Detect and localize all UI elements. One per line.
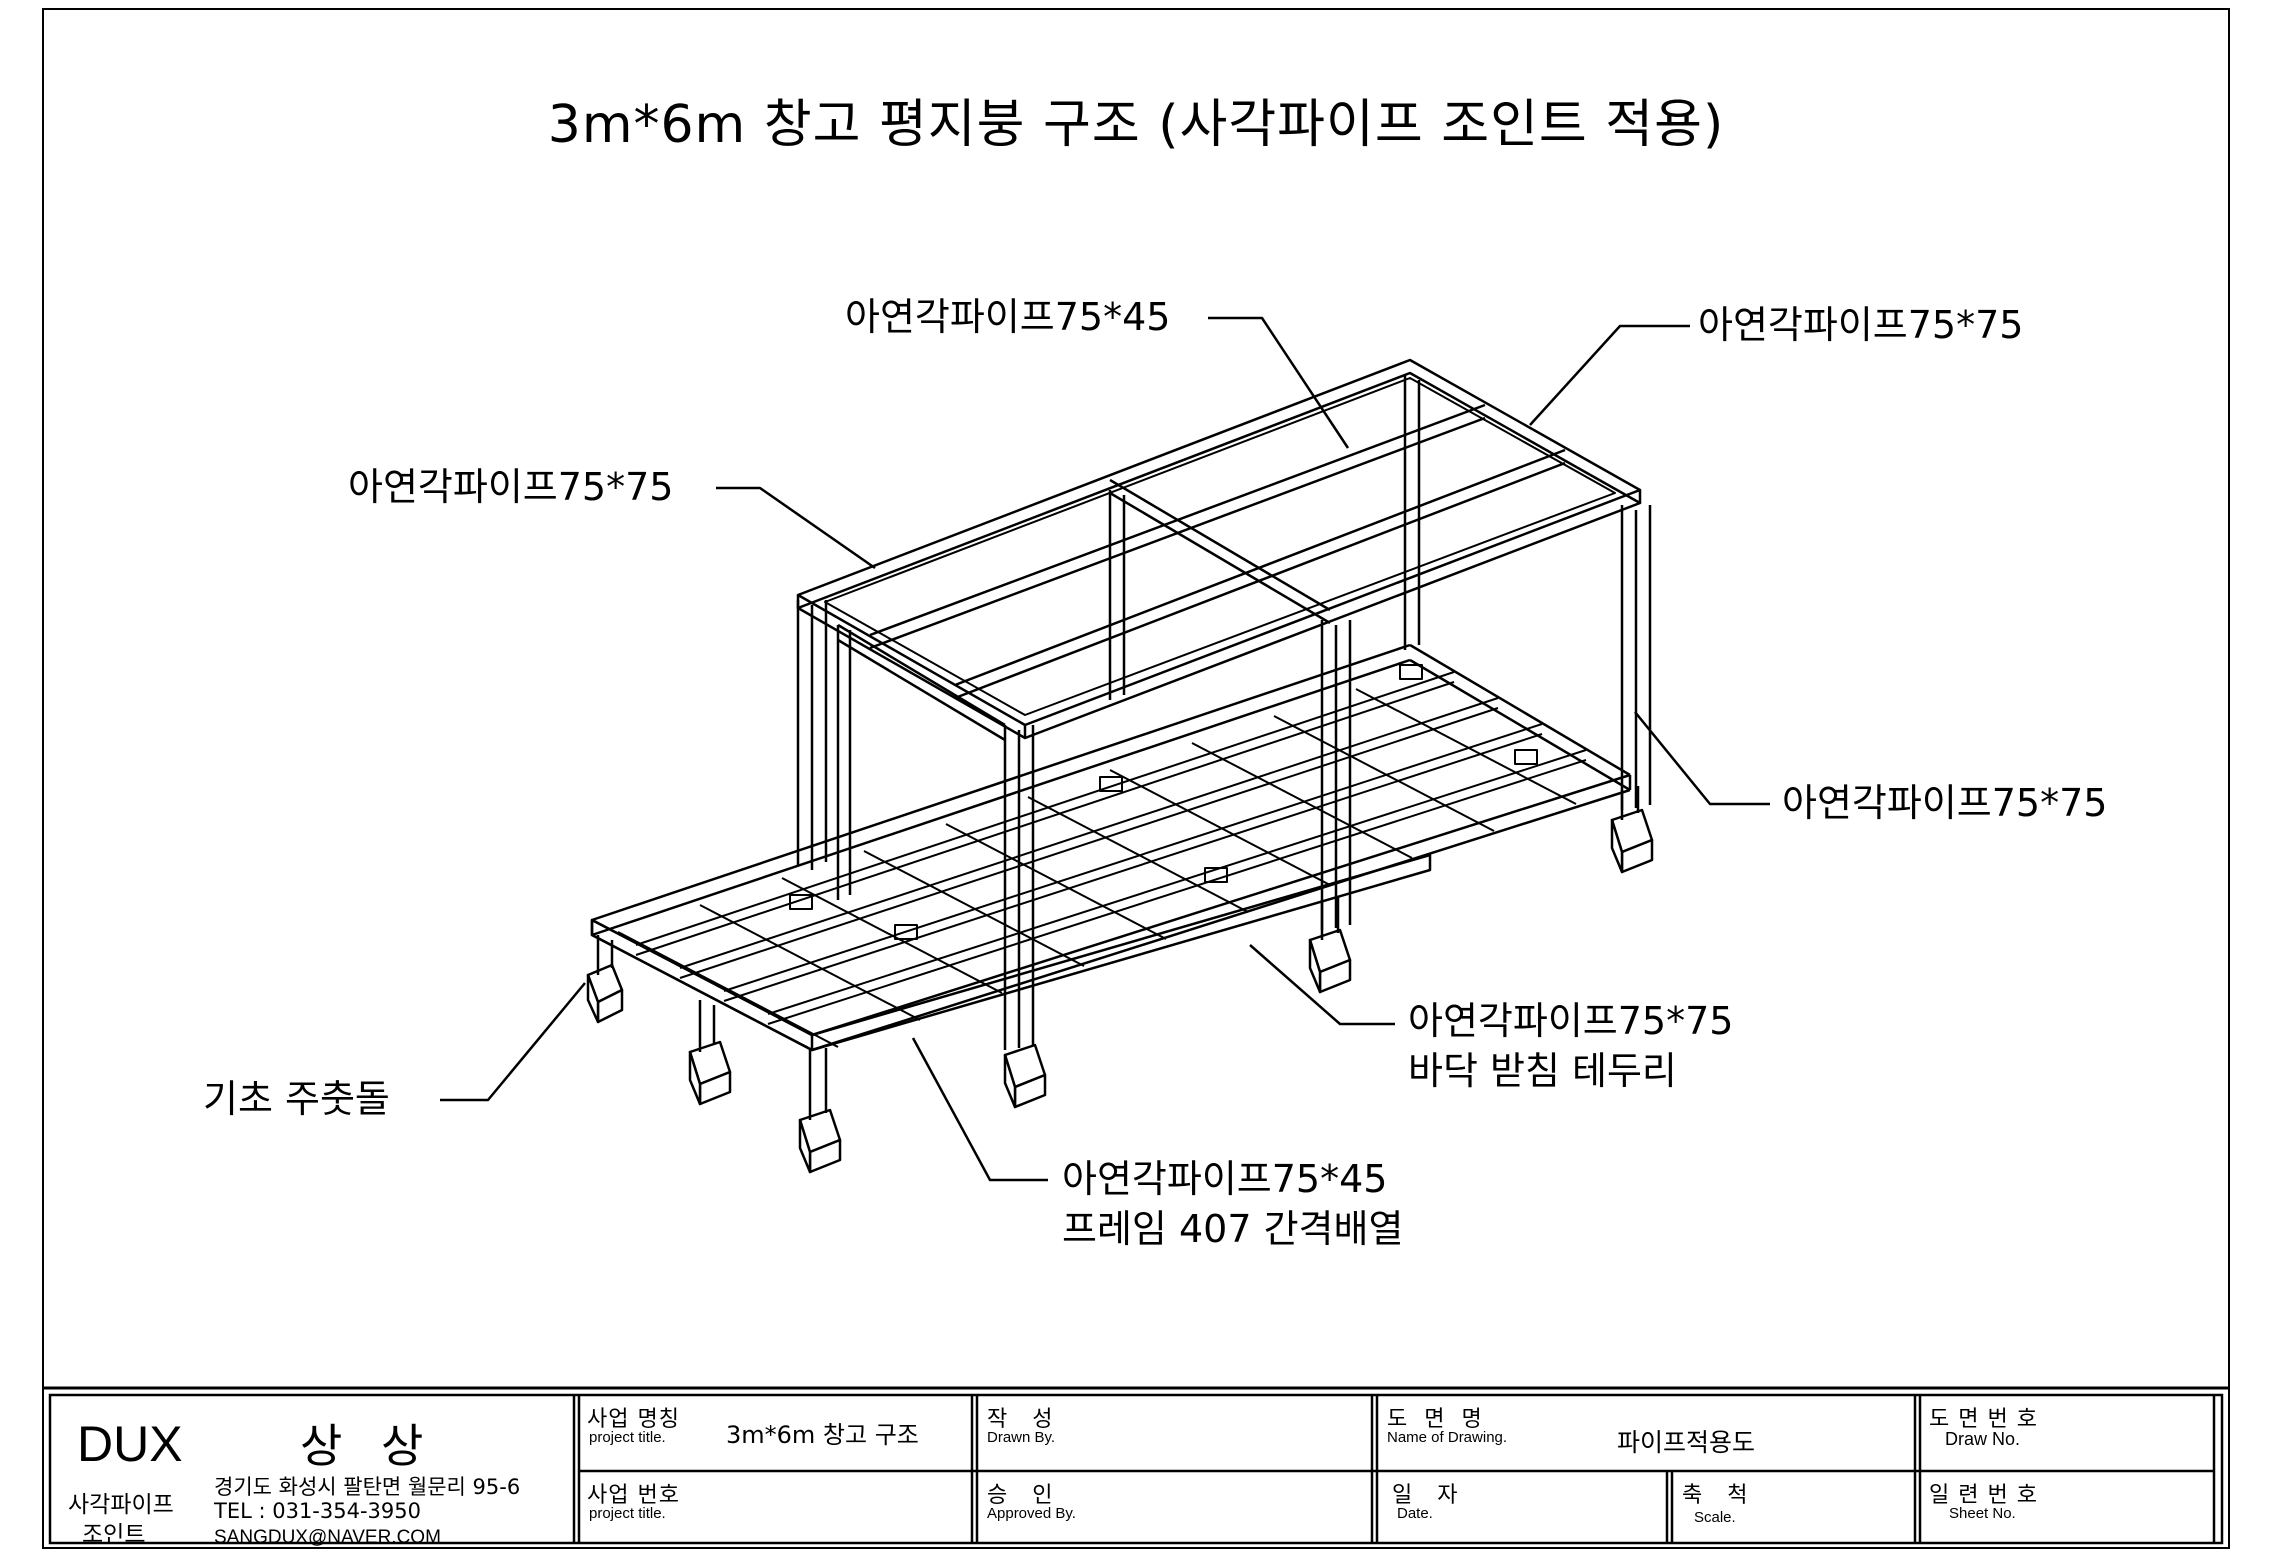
drawing-name-label: 도 면 명: [1387, 1407, 1483, 1432]
callout-bottom-lower-line1: 아연각파이프75*45: [1062, 1157, 1388, 1201]
drawn-by-label-en: Drawn By.: [987, 1429, 1056, 1446]
callout-left-lower: 기초 주춧돌: [203, 1074, 390, 1124]
date-label: 일 자: [1392, 1483, 1459, 1508]
callout-left-lower-line1: 기초 주춧돌: [203, 1077, 390, 1121]
drawing-no-label-en: Draw No.: [1945, 1429, 2021, 1449]
company-tagline-1: 사각파이프: [68, 1492, 174, 1518]
project-name-label: 사업 명칭: [587, 1407, 680, 1432]
callout-top-center-line1: 아연각파이프75*45: [845, 295, 1171, 339]
callout-top-center: 아연각파이프75*45: [845, 292, 1170, 342]
leader-lines: [440, 316, 1770, 1182]
approved-by-label-en: Approved By.: [987, 1505, 1076, 1522]
company-logo: DUX: [77, 1416, 183, 1472]
drawing-name-value: 파이프적용도: [1617, 1428, 1756, 1457]
callout-bottom-middle-line2: 바닥 받침 테두리: [1408, 1049, 1677, 1093]
sheet-no-label-en: Sheet No.: [1949, 1505, 2016, 1522]
callout-left-upper-line1: 아연각파이프75*75: [348, 465, 674, 509]
callout-right-middle-line1: 아연각파이프75*75: [1782, 781, 2108, 825]
callout-bottom-lower: 아연각파이프75*45 프레임 407 간격배열: [1062, 1154, 1403, 1254]
company-tel: TEL : 031-354-3950: [214, 1499, 421, 1523]
drawing-no-label: 도 면 번 호: [1929, 1407, 2038, 1432]
drawn-by-label: 작 성: [987, 1407, 1054, 1432]
drawing-name-label-en: Name of Drawing.: [1387, 1429, 1508, 1446]
title-block-grid: [42, 1386, 2230, 1545]
drawing-frame: [42, 8, 2230, 1549]
company-address: 경기도 화성시 팔탄면 월문리 95-6: [214, 1475, 521, 1499]
project-no-label-en: project title.: [589, 1505, 666, 1522]
project-name-label-en: project title.: [589, 1429, 666, 1446]
roof-frame: [796, 358, 1642, 742]
callout-bottom-middle-line1: 아연각파이프75*75: [1408, 999, 1734, 1043]
company-email: SANGDUX@NAVER.COM: [214, 1527, 441, 1548]
project-name-value: 3m*6m 창고 구조: [726, 1421, 919, 1449]
company-name: 상 상: [300, 1419, 436, 1473]
drawing-title: 3m*6m 창고 평지붕 구조 (사각파이프 조인트 적용): [547, 95, 1725, 155]
approved-by-label: 승 인: [987, 1483, 1054, 1508]
callout-top-right: 아연각파이프75*75: [1698, 300, 2023, 350]
callout-top-right-line1: 아연각파이프75*75: [1698, 303, 2024, 347]
date-label-en: Date.: [1397, 1505, 1433, 1522]
foundation-stones: [586, 786, 1654, 1174]
callout-bottom-middle: 아연각파이프75*75 바닥 받침 테두리: [1408, 996, 1733, 1096]
callout-right-middle: 아연각파이프75*75: [1782, 778, 2107, 828]
floor-frame: [590, 643, 1632, 1052]
scale-label: 축 척: [1682, 1483, 1749, 1508]
posts: [796, 375, 1652, 1050]
title-block: DUX 상 상 사각파이프 조인트 경기도 화성시 팔탄면 월문리 95-6 T…: [42, 1385, 2230, 1549]
sheet-no-label: 일 련 번 호: [1929, 1483, 2038, 1508]
callout-left-upper: 아연각파이프75*75: [348, 462, 673, 512]
scale-label-en: Scale.: [1694, 1509, 1736, 1526]
callout-bottom-lower-line2: 프레임 407 간격배열: [1062, 1207, 1404, 1251]
company-tagline-2: 조인트: [82, 1522, 146, 1548]
project-no-label: 사업 번호: [587, 1483, 680, 1508]
